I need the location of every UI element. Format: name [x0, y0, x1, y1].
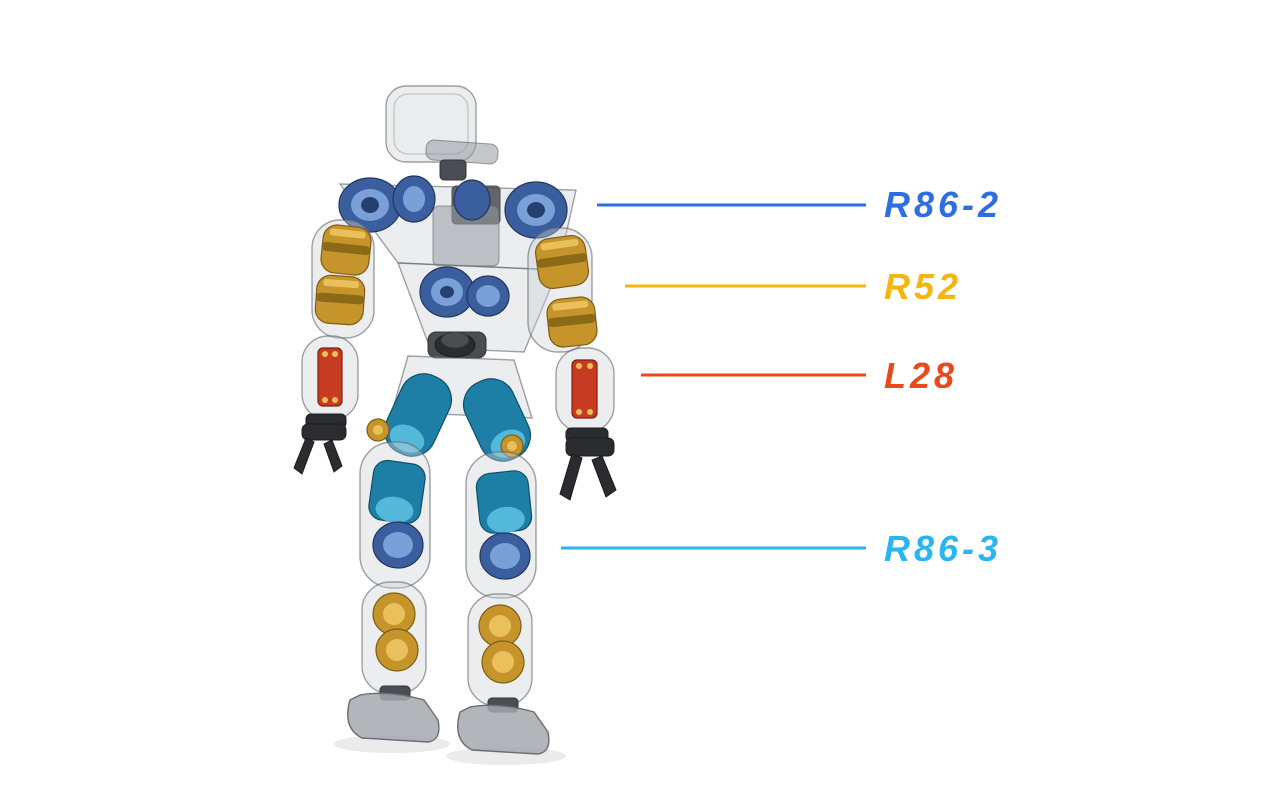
torso-actuators: [419, 266, 510, 358]
robot-illustration: [293, 85, 617, 755]
callout-label-r86-3: R86-3: [884, 528, 1002, 569]
callout-label-r86-2: R86-2: [884, 184, 1002, 225]
robot-left-leg: [347, 441, 440, 743]
hip-actuators: [366, 373, 532, 462]
robot-right-arm: [527, 227, 617, 501]
callout-layer: R86-2 R52 L28 R86-3: [561, 184, 1002, 569]
robot-head: [385, 85, 499, 181]
robot-left-arm: [293, 219, 375, 475]
callout-label-r52: R52: [884, 266, 962, 307]
robot-right-leg: [457, 451, 550, 755]
callout-label-l28: L28: [884, 355, 958, 396]
shoulder-actuators: [338, 175, 568, 239]
